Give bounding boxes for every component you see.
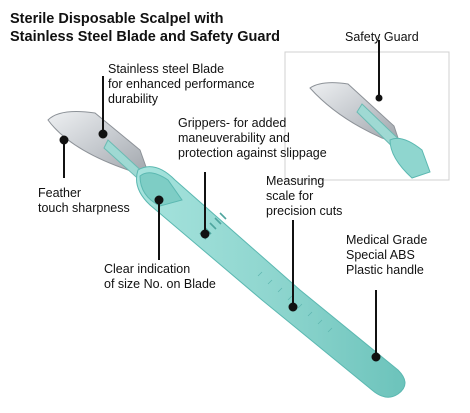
label-size-indication-line-1: Clear indication xyxy=(104,262,191,276)
guard-handle-tip xyxy=(389,137,431,179)
label-size-indication-line-2: of size No. on Blade xyxy=(104,277,216,291)
label-handle-material-line-1: Medical Grade xyxy=(346,233,428,247)
label-stainless-blade-line-1: Stainless steel Blade xyxy=(108,62,225,76)
safety-guard-illustration xyxy=(284,40,450,181)
label-measuring-scale-line-2: scale for xyxy=(266,189,314,203)
label-feather-line-2: touch sharpness xyxy=(38,201,130,215)
label-handle-material: Medical Grade Special ABS Plastic handle xyxy=(346,233,427,278)
handle xyxy=(136,166,406,398)
label-feather-line-1: Feather xyxy=(38,186,82,200)
label-grippers-line-2: maneuverability and xyxy=(178,131,290,145)
page-title: Sterile Disposable Scalpel with Stainles… xyxy=(10,10,280,46)
label-stainless-blade-line-3: durability xyxy=(108,92,159,106)
safety-guard-inset xyxy=(282,22,452,183)
label-safety-guard: Safety Guard xyxy=(345,30,419,44)
label-measuring-scale-line-3: precision cuts xyxy=(266,204,343,218)
label-stainless-blade: Stainless steel Blade for enhanced perfo… xyxy=(108,62,255,107)
label-measuring-scale-line-1: Measuring xyxy=(266,174,325,188)
title-line-1: Sterile Disposable Scalpel with xyxy=(10,11,224,27)
title-line-2: Stainless Steel Blade and Safety Guard xyxy=(10,29,280,45)
label-grippers-line-3: protection against slippage xyxy=(178,146,327,160)
label-handle-material-line-3: Plastic handle xyxy=(346,263,424,277)
guard-shoulder xyxy=(139,172,183,207)
label-handle-material-line-2: Special ABS xyxy=(346,248,415,262)
scale-marks xyxy=(257,271,333,333)
label-measuring-scale: Measuring scale for precision cuts xyxy=(266,174,342,219)
label-grippers: Grippers- for added maneuverability and … xyxy=(178,116,327,161)
label-grippers-line-1: Grippers- for added xyxy=(178,116,287,130)
callouts xyxy=(59,76,381,362)
label-feather: Feather touch sharpness xyxy=(38,186,130,216)
label-stainless-blade-line-2: for enhanced performance xyxy=(108,77,255,91)
label-size-indication: Clear indication of size No. on Blade xyxy=(104,262,216,292)
